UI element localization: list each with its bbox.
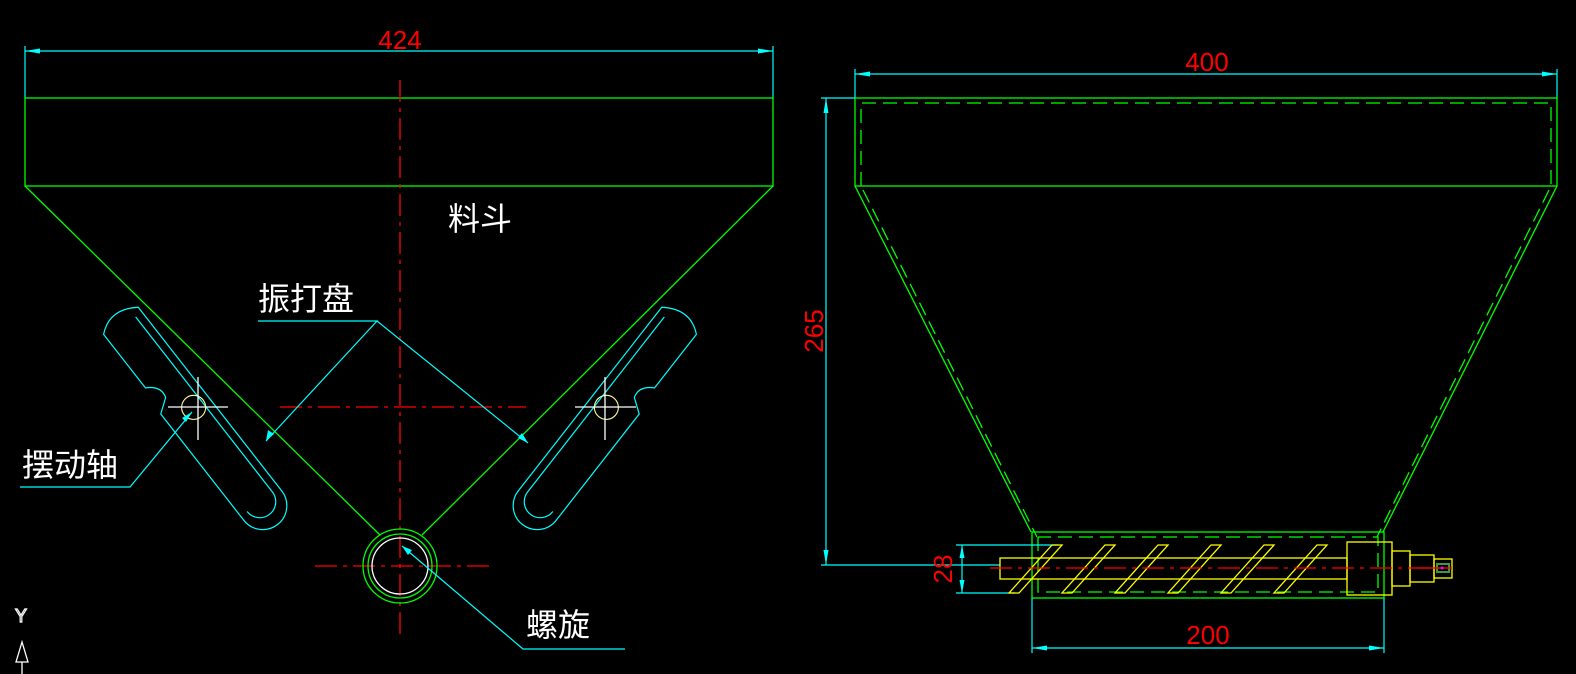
label-rapping-plate: 振打盘 (258, 280, 354, 318)
dimension-265: 265 (799, 97, 1000, 566)
hopper-outline-side (854, 97, 1558, 599)
ucs-axis-label: Y (15, 606, 27, 626)
label-screw: 螺旋 (526, 606, 590, 644)
label-hopper: 料斗 (448, 200, 512, 238)
screw-flight (1007, 544, 1064, 594)
side-view: 400 265 28 (799, 47, 1558, 653)
rapping-plate-right (512, 306, 698, 531)
dimension-424: 424 (24, 25, 774, 98)
screw-flight (1219, 544, 1276, 594)
dimension-400: 400 (854, 47, 1558, 98)
screw-flight (1113, 544, 1170, 594)
leader-rapping-plate-left (258, 320, 379, 442)
front-view: 424 (14, 25, 774, 674)
leader-rapping-plate-right (376, 320, 529, 444)
dimension-text-28: 28 (928, 555, 958, 584)
dimension-text-200: 200 (1186, 620, 1229, 650)
dimension-28: 28 (928, 544, 1058, 594)
pivot-crosshair-right (575, 377, 636, 440)
leader-screw (401, 545, 625, 650)
screw-flight (1166, 544, 1223, 594)
hopper-outline-front (24, 97, 774, 536)
dimension-text-424: 424 (378, 25, 421, 55)
dimension-text-400: 400 (1185, 47, 1228, 77)
dimension-text-265: 265 (799, 309, 829, 352)
screw-flight (1272, 544, 1329, 594)
ucs-icon: Y (14, 605, 29, 674)
label-swing-shaft: 摆动轴 (22, 446, 118, 484)
screw-flight (1060, 544, 1117, 594)
pivot-crosshair-left (168, 377, 228, 440)
screw-section-circle (362, 528, 438, 604)
rapping-plate-left (102, 306, 288, 531)
leader-swing-shaft (20, 411, 193, 488)
dimension-200: 200 (1031, 598, 1385, 653)
